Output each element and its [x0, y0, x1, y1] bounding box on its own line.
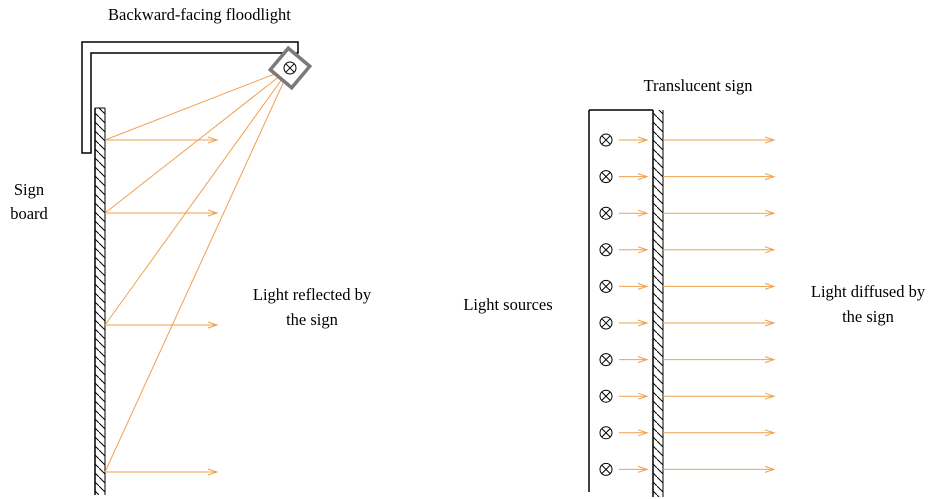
light-sources [599, 133, 776, 476]
lamp-icon [599, 316, 613, 330]
diffused-ray [663, 246, 776, 254]
reflected-light-rays [104, 67, 291, 476]
lamp-icon [599, 206, 613, 220]
floodlit-sign-diagram: Backward-facing floodlight Sign board Li… [10, 5, 372, 495]
diffused-light-label-line1: Light diffused by [811, 282, 926, 301]
diffused-light-label-line2: the sign [842, 307, 894, 326]
diffused-ray [663, 209, 776, 217]
floodlight-bracket [81, 41, 299, 154]
incident-ray [104, 67, 291, 326]
reflected-ray [105, 321, 219, 329]
floodlight-fixture [267, 45, 313, 91]
lamp-ray [619, 136, 649, 144]
incident-ray [104, 67, 291, 141]
diffused-ray [663, 319, 776, 327]
diffused-ray [663, 429, 776, 437]
lamp-ray [619, 209, 649, 217]
diffused-ray [663, 465, 776, 473]
lamp-ray [619, 429, 649, 437]
lamp-ray [619, 173, 649, 181]
lamp-icon [599, 133, 613, 147]
lamp-icon [599, 170, 613, 184]
diffused-ray [663, 173, 776, 181]
translucent-sign [652, 110, 664, 497]
lamp-ray [619, 282, 649, 290]
lamp-icon [599, 426, 613, 440]
lamp-ray [619, 246, 649, 254]
reflected-ray [105, 209, 219, 217]
lamp-icon [599, 462, 613, 476]
sign-board-label-line2: board [10, 204, 48, 223]
reflected-light-label-line2: the sign [286, 310, 338, 329]
lamp-enclosure [588, 109, 653, 492]
lamp-icon [599, 279, 613, 293]
translucent-sign-label: Translucent sign [644, 76, 753, 95]
reflected-light-label-line1: Light reflected by [253, 285, 372, 304]
diffused-ray [663, 392, 776, 400]
backlit-sign-diagram: Translucent sign Light sources Light dif… [463, 76, 926, 497]
sign-board [94, 107, 106, 495]
light-sources-label: Light sources [463, 295, 552, 314]
lamp-ray [619, 465, 649, 473]
floodlight-label: Backward-facing floodlight [108, 5, 291, 24]
lamp-icon [599, 353, 613, 367]
diffused-ray [663, 356, 776, 364]
reflected-ray [105, 468, 219, 476]
incident-ray [104, 67, 291, 473]
lamp-ray [619, 319, 649, 327]
lamp-icon [599, 243, 613, 257]
incident-ray [104, 67, 291, 214]
lamp-icon [599, 389, 613, 403]
sign-board-label-line1: Sign [14, 180, 44, 199]
diffused-ray [663, 282, 776, 290]
lamp-ray [619, 392, 649, 400]
diffused-ray [663, 136, 776, 144]
lamp-ray [619, 356, 649, 364]
